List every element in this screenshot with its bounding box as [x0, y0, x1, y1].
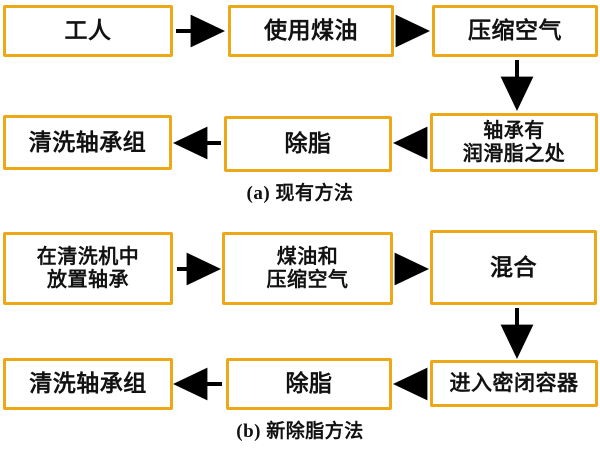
- node-label: 压缩空气: [468, 18, 562, 44]
- node-label: 煤油和 压缩空气: [266, 246, 349, 291]
- node-label: 工人: [64, 18, 112, 44]
- process-node-clean-bearing-set-a: 清洗轴承组: [3, 115, 172, 170]
- process-node-worker: 工人: [3, 5, 173, 57]
- process-node-place-bearing-in-washer: 在清洗机中 放置轴承: [3, 232, 173, 305]
- node-label: 使用煤油: [264, 18, 358, 44]
- process-node-clean-bearing-set-b: 清洗轴承组: [3, 358, 173, 410]
- node-label: 混合: [490, 254, 537, 280]
- caption-diagram-a: (a) 现有方法: [246, 183, 354, 204]
- node-label: 清洗轴承组: [28, 129, 147, 155]
- node-label: 进入密闭容器: [449, 370, 579, 395]
- node-label: 在清洗机中 放置轴承: [36, 246, 140, 291]
- process-node-degrease-a: 除脂: [224, 116, 392, 172]
- process-node-degrease-b: 除脂: [226, 358, 392, 410]
- process-node-compressed-air: 压缩空气: [432, 5, 598, 57]
- node-label: 除脂: [284, 131, 332, 157]
- process-node-mix: 混合: [430, 230, 597, 305]
- node-label: 轴承有 润滑脂之处: [462, 120, 566, 165]
- node-label: 清洗轴承组: [29, 371, 147, 397]
- caption-diagram-b: (b) 新除脂方法: [236, 421, 364, 442]
- node-label: 除脂: [285, 371, 333, 397]
- process-node-enter-sealed-vessel: 进入密闭容器: [430, 360, 598, 407]
- process-node-bearing-grease-location: 轴承有 润滑脂之处: [430, 113, 598, 172]
- process-node-use-kerosene: 使用煤油: [228, 5, 394, 57]
- process-node-kerosene-and-compressed-air: 煤油和 压缩空气: [222, 232, 393, 305]
